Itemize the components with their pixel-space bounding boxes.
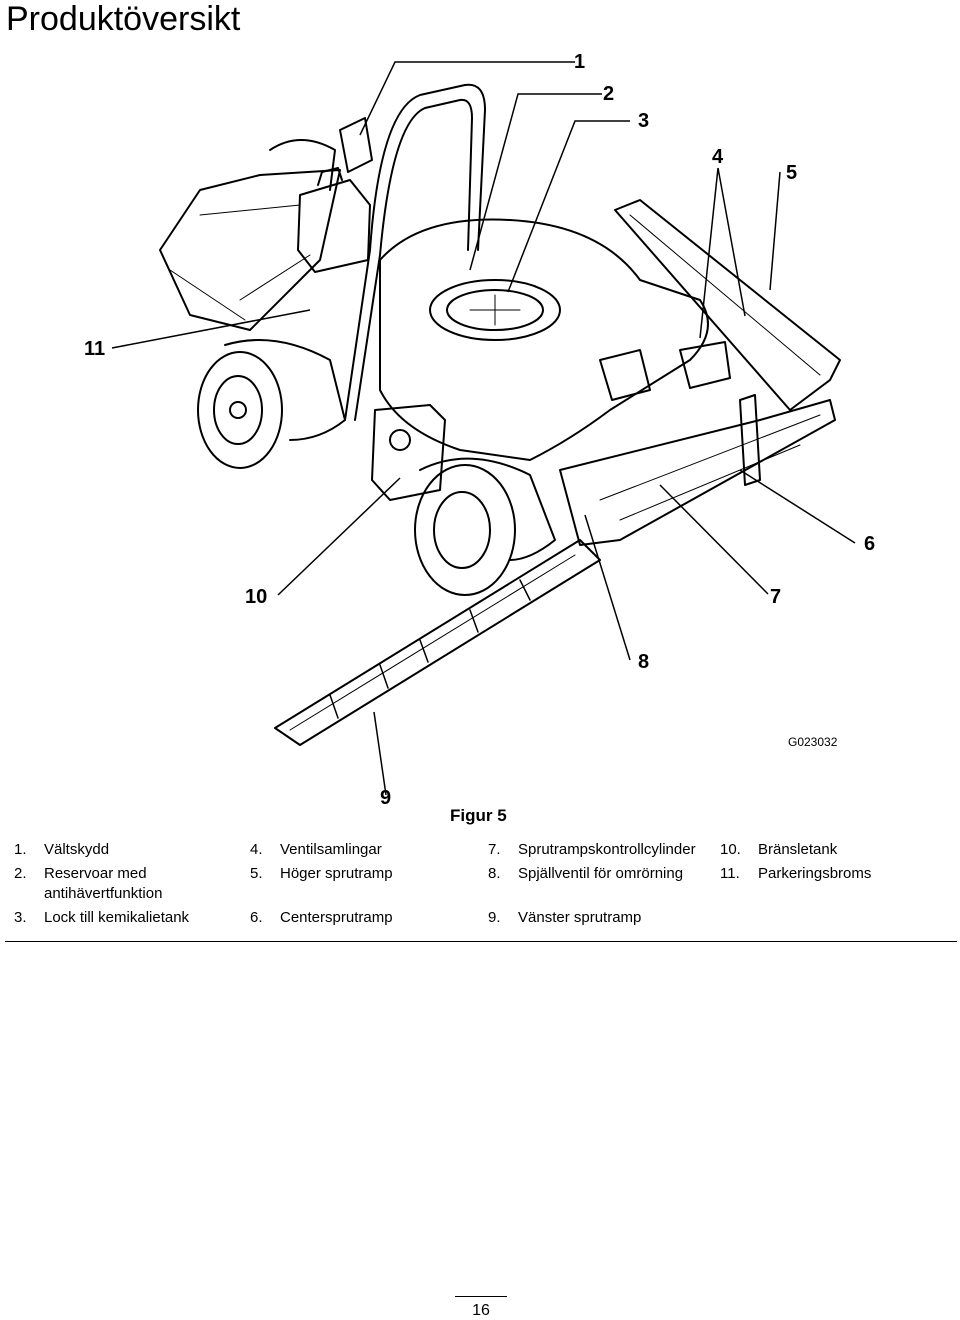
legend-number: 9. <box>488 909 501 926</box>
legend-text: Vältskydd <box>44 841 110 858</box>
legend-column-3: 7. Sprutrampskontrollcylinder 8. Spjällven… <box>488 840 718 932</box>
fuel-tank-drawing <box>371 404 446 501</box>
right-boom-drawing <box>614 199 841 411</box>
legend-text: Ventilsamlingar <box>280 841 382 858</box>
callout-9: 9 <box>380 787 391 809</box>
legend-item: 8. Spjällventil för omrörning <box>488 864 718 884</box>
legend-number: 8. <box>488 865 501 882</box>
legend-item: 10. Bränsletank <box>720 840 955 860</box>
callout-4: 4 <box>712 146 724 168</box>
callout-10: 10 <box>245 586 267 608</box>
legend-text: Bränsletank <box>758 841 838 858</box>
legend-text: Sprutrampskontrollcylinder <box>518 841 696 858</box>
rollover-bar-drawing <box>344 83 486 421</box>
legend-text: Spjällventil för omrörning <box>518 865 684 882</box>
chemical-tank-drawing <box>379 218 709 461</box>
legend-number: 1. <box>14 841 27 858</box>
legend-number: 2. <box>14 865 27 882</box>
rear-wheel-drawing <box>197 351 283 469</box>
left-boom-drawing <box>274 539 601 746</box>
legend-text: Reservoar med antihävertfunktion <box>44 865 163 902</box>
cargo-bed-drawing <box>159 169 341 331</box>
tank-lid-drawing <box>429 279 561 341</box>
sprayer-illustration: 1 2 3 4 5 6 7 8 9 10 11 G023032 <box>84 51 875 809</box>
section-divider <box>5 941 957 942</box>
legend-item: 6. Centersprutramp <box>250 908 470 928</box>
legend-number: 6. <box>250 909 263 926</box>
valve-assembly-drawing <box>599 341 731 401</box>
legend-number: 4. <box>250 841 263 858</box>
page-title: Produktöversikt <box>6 0 241 38</box>
callout-5: 5 <box>786 162 797 184</box>
page-number-rule <box>455 1296 507 1297</box>
legend-column-1: 1. Vältskydd 2. Reservoar med antihävertfu… <box>14 840 239 932</box>
legend-item: 5. Höger sprutramp <box>250 864 470 884</box>
legend-number: 10. <box>720 841 741 858</box>
boom-cylinder-drawing <box>739 394 761 486</box>
legend-item: 11. Parkeringsbroms <box>720 864 955 884</box>
callout-6: 6 <box>864 533 875 555</box>
callout-1: 1 <box>574 51 585 73</box>
legend-number: 3. <box>14 909 27 926</box>
figure-caption: Figur 5 <box>450 806 507 825</box>
legend-item: 9. Vänster sprutramp <box>488 908 718 928</box>
callout-2: 2 <box>603 83 614 105</box>
callout-11: 11 <box>84 338 105 360</box>
callout-3: 3 <box>638 110 649 132</box>
legend-item: 7. Sprutrampskontrollcylinder <box>488 840 718 860</box>
legend-item: 3. Lock till kemikalietank <box>14 908 239 928</box>
legend-number: 7. <box>488 841 501 858</box>
figure-code: G023032 <box>788 735 838 749</box>
legend-text: Vänster sprutramp <box>518 909 642 926</box>
legend-text: Lock till kemikalietank <box>44 909 190 926</box>
legend-item: 4. Ventilsamlingar <box>250 840 470 860</box>
legend-column-2: 4. Ventilsamlingar 5. Höger sprutramp 6. Ce… <box>250 840 470 932</box>
legend-item: 2. Reservoar med antihävertfunktion <box>14 864 239 904</box>
page-number: 16 <box>472 1302 490 1319</box>
legend-text: Höger sprutramp <box>280 865 393 882</box>
legend-text: Centersprutramp <box>280 909 393 926</box>
callout-8: 8 <box>638 651 649 673</box>
legend-text: Parkeringsbroms <box>758 865 872 882</box>
legend-item: 1. Vältskydd <box>14 840 239 860</box>
reservoir-drawing <box>297 179 371 273</box>
front-wheel-drawing <box>414 464 516 596</box>
legend-column-4: 10. Bränsletank 11. Parkeringsbroms <box>720 840 955 888</box>
legend-number: 11. <box>720 865 740 882</box>
legend-number: 5. <box>250 865 263 882</box>
callout-labels: 1 2 3 4 5 6 7 8 9 10 11 <box>84 51 875 809</box>
callout-7: 7 <box>770 586 781 608</box>
